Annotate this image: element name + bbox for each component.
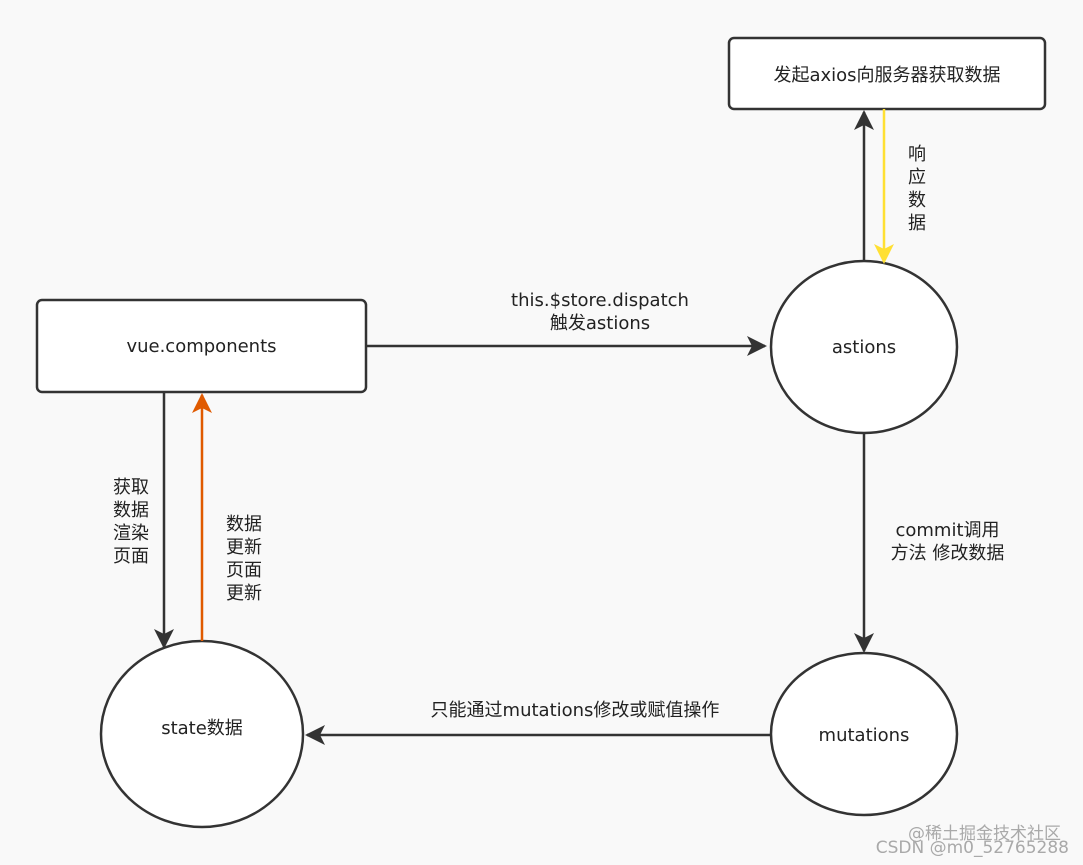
response-char: 响	[908, 144, 926, 165]
commit-label-line1: commit调用	[895, 520, 1000, 541]
state-label: state数据	[161, 718, 243, 739]
get-data-line: 数据	[113, 500, 149, 521]
dispatch-label: this.$store.dispatch 触发astions	[490, 289, 710, 335]
server-request-label: 发起axios向服务器获取数据	[773, 64, 1001, 86]
response-char: 数	[908, 190, 926, 211]
response-char: 应	[908, 167, 926, 188]
get-data-line: 页面	[113, 546, 149, 567]
get-data-label: 获取 数据 渲染 页面	[99, 476, 163, 568]
dispatch-label-line1: this.$store.dispatch	[511, 290, 689, 311]
update-line: 数据	[226, 514, 262, 535]
mutate-state-label: 只能通过mutations修改或赋值操作	[430, 700, 720, 721]
update-line: 更新	[226, 583, 262, 604]
mutations-label: mutations	[818, 724, 910, 746]
commit-label-line2: 方法 修改数据	[890, 543, 1005, 564]
update-label: 数据 更新 页面 更新	[214, 513, 274, 605]
actions-label: astions	[831, 336, 897, 358]
vue-components-box	[35, 298, 368, 394]
vue-components-label: vue.components	[126, 335, 277, 357]
server-request-box	[727, 36, 1047, 111]
get-data-line: 渲染	[113, 523, 149, 544]
response-label: 响 应 数 据	[903, 143, 931, 235]
response-char: 据	[908, 213, 926, 234]
update-line: 更新	[226, 537, 262, 558]
commit-label: commit调用 方法 修改数据	[880, 519, 1015, 565]
update-line: 页面	[226, 560, 262, 581]
watermark-line2: CSDN @m0_52765288	[875, 838, 1069, 858]
watermark-line1: @稀土掘金技术社区	[908, 824, 1061, 844]
dispatch-label-line2: 触发astions	[549, 313, 651, 334]
get-data-line: 获取	[113, 477, 149, 498]
